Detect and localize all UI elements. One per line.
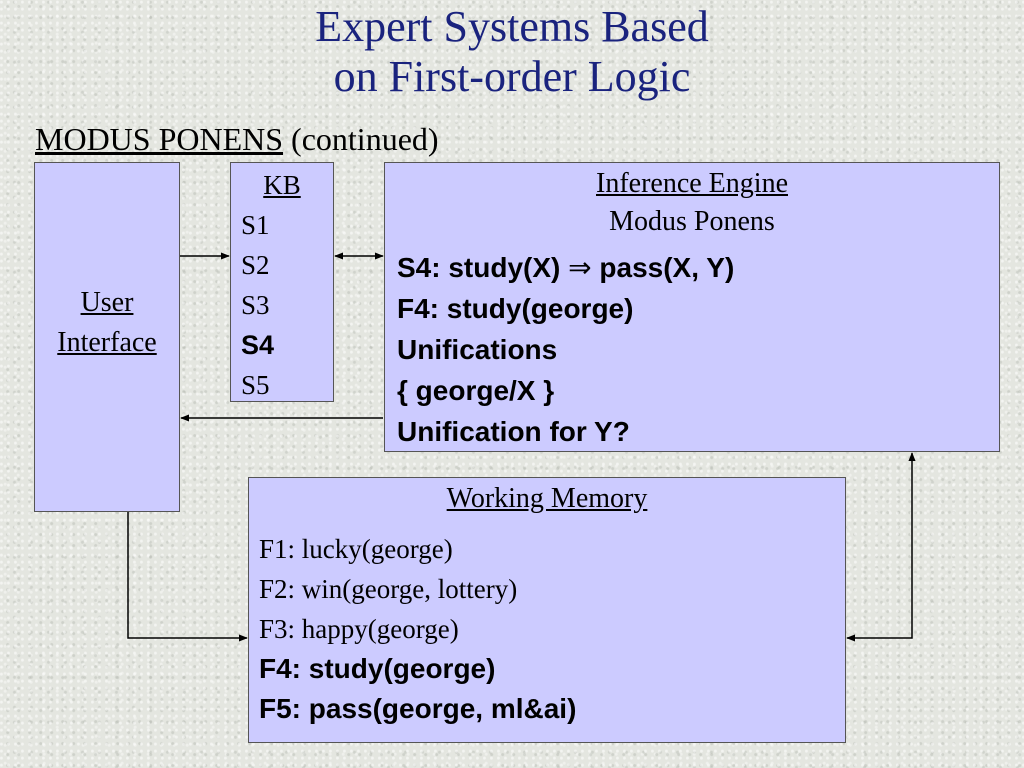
- kb-heading: KB: [263, 170, 301, 200]
- slide-subtitle: MODUS PONENS (continued): [35, 119, 439, 159]
- unifications-label: Unifications: [397, 334, 558, 365]
- inference-engine-lines: S4: study(X) ⇒ pass(X, Y) F4: study(geor…: [397, 247, 734, 452]
- knowledge-base-box: KB S1 S2 S3 S4 S5: [230, 162, 334, 402]
- rule-line: S4: study(X) ⇒ pass(X, Y): [397, 247, 734, 288]
- working-memory-facts: F1: lucky(george) F2: win(george, lotter…: [259, 529, 576, 729]
- user-interface-line-1: User: [80, 287, 134, 318]
- arrow-ui-to-wm: [127, 512, 248, 642]
- kb-item-s4: S4: [241, 330, 275, 360]
- unification-question: Unification for Y?: [397, 416, 630, 447]
- fact-f3: F3: happy(george): [259, 614, 459, 644]
- rule-prefix: S4: study(X): [397, 252, 569, 283]
- inference-engine-heading: Inference Engine: [596, 168, 788, 199]
- fact-f4: F4: study(george): [259, 653, 496, 684]
- title-line-2: on First-order Logic: [333, 52, 691, 101]
- subtitle-rest: (continued): [283, 121, 439, 157]
- user-interface-label: User Interface: [35, 283, 179, 363]
- kb-item-s2: S2: [241, 250, 270, 280]
- inference-engine-subheading: Modus Ponens: [609, 206, 775, 237]
- kb-sentence-list: S1 S2 S3 S4 S5: [241, 205, 274, 405]
- user-interface-box: User Interface: [34, 162, 180, 512]
- implies-icon: ⇒: [568, 251, 592, 284]
- kb-item-s3: S3: [241, 290, 270, 320]
- fact-f5: F5: pass(george, ml&ai): [259, 693, 577, 724]
- working-memory-box: Working Memory F1: lucky(george) F2: win…: [248, 477, 846, 743]
- fact-f2: F2: win(george, lottery): [259, 574, 518, 604]
- rule-suffix: pass(X, Y): [591, 252, 735, 283]
- kb-item-s5: S5: [241, 370, 270, 400]
- kb-item-s1: S1: [241, 210, 270, 240]
- title-line-1: Expert Systems Based: [315, 2, 709, 51]
- user-interface-line-2: Interface: [57, 327, 157, 358]
- fact-f1: F1: lucky(george): [259, 534, 453, 564]
- inference-engine-box: Inference Engine Modus Ponens S4: study(…: [384, 162, 1000, 452]
- subtitle-underlined: MODUS PONENS: [35, 121, 284, 157]
- fact-line: F4: study(george): [397, 293, 634, 324]
- working-memory-heading: Working Memory: [446, 483, 648, 514]
- slide-title: Expert Systems Based on First-order Logi…: [0, 2, 1024, 102]
- unification-set: { george/X }: [397, 375, 555, 406]
- arrow-wm-ie-bidirectional: [846, 452, 916, 642]
